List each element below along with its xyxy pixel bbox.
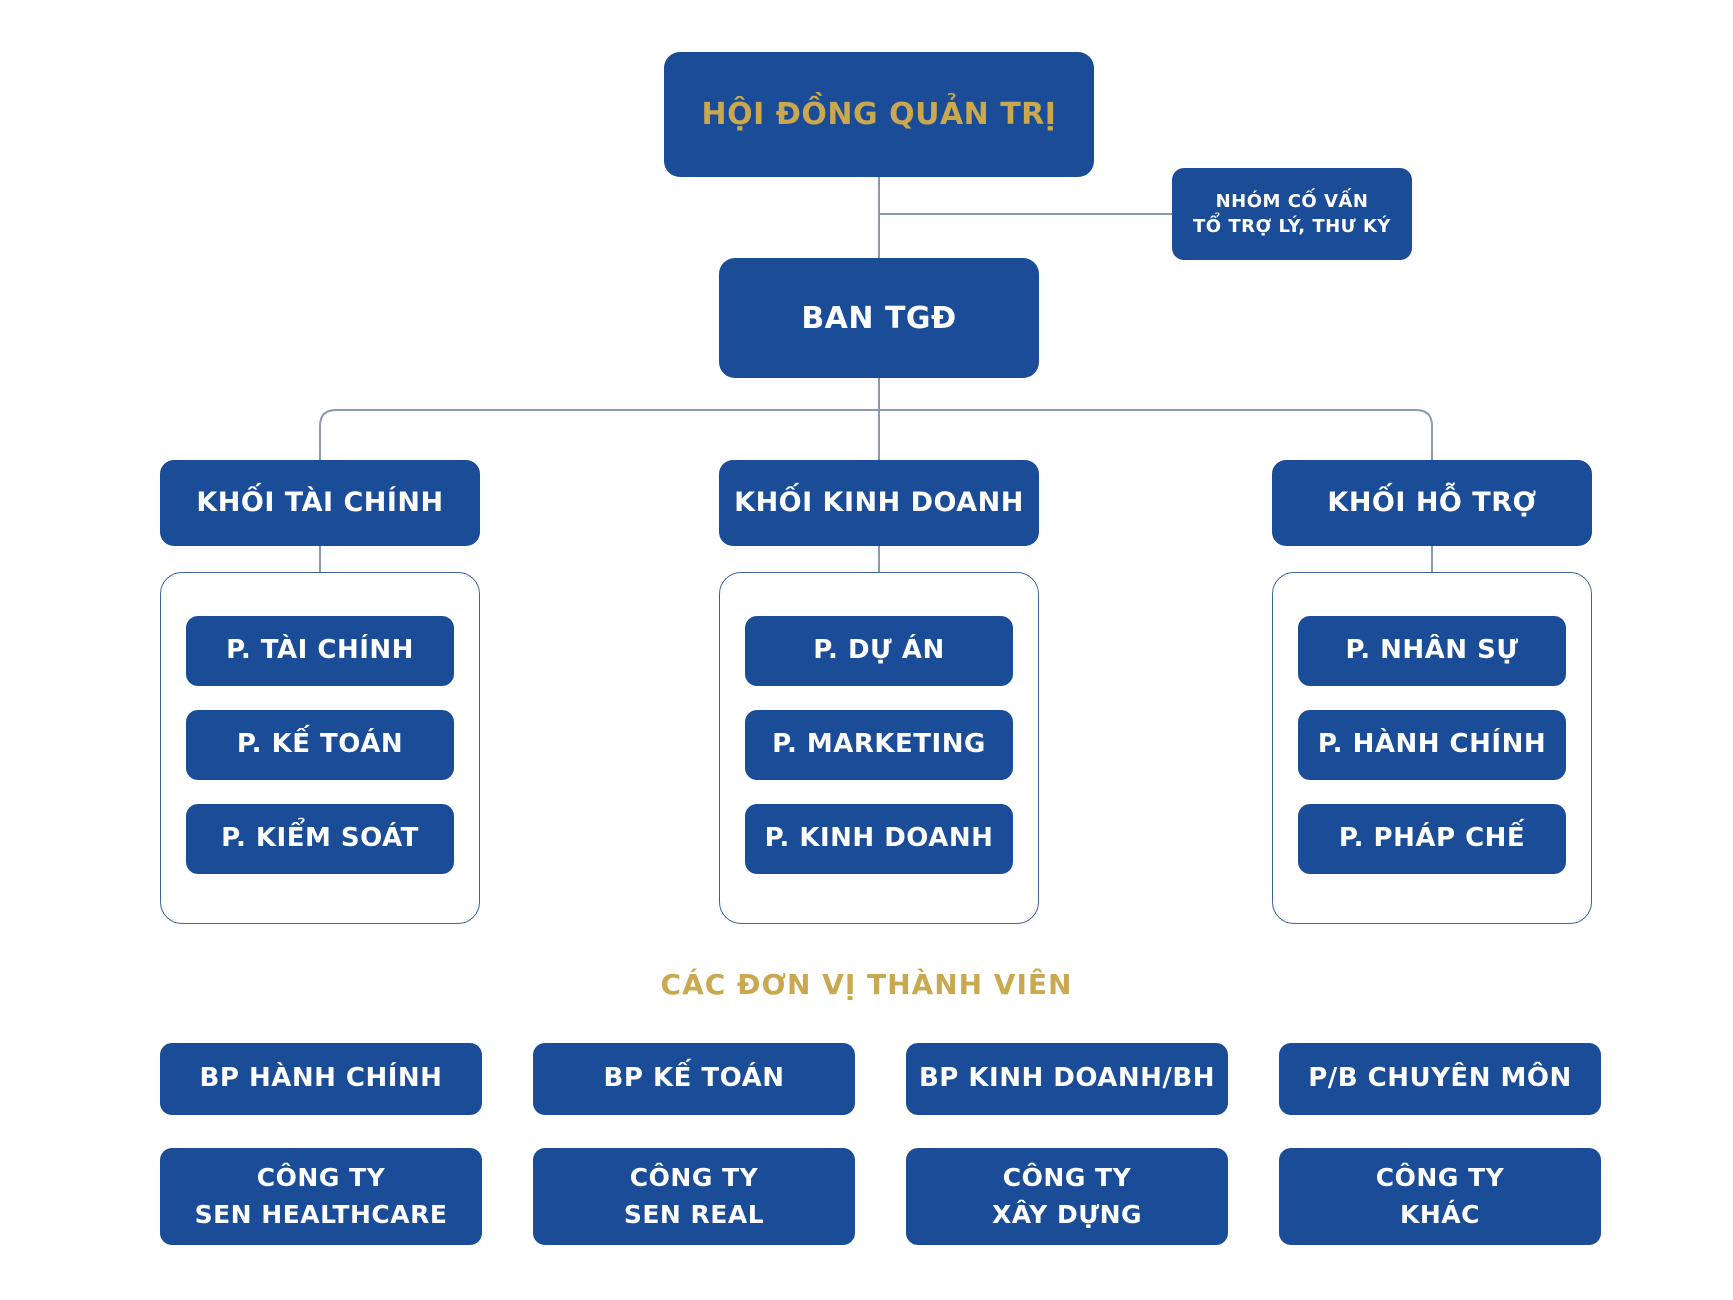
dept-label: P. HÀNH CHÍNH	[1317, 729, 1547, 760]
division-container-support	[1272, 572, 1592, 924]
members-section-heading: CÁC ĐƠN VỊ THÀNH VIÊN	[660, 968, 1073, 1001]
division-title-finance-label: KHỐI TÀI CHÍNH	[196, 487, 444, 519]
dept-box-support-2: P. HÀNH CHÍNH	[1298, 710, 1566, 780]
division-title-business: KHỐI KINH DOANH	[719, 460, 1039, 546]
dept-label: P. NHÂN SỰ	[1345, 635, 1519, 666]
company-box-construction: CÔNG TY XÂY DỰNG	[906, 1148, 1228, 1245]
dept-label: P. DỰ ÁN	[813, 635, 945, 666]
dept-label: P. KINH DOANH	[764, 823, 994, 854]
division-container-business	[719, 572, 1039, 924]
dept-box-business-2: P. MARKETING	[745, 710, 1013, 780]
ceo-board-label: BAN TGĐ	[801, 300, 957, 336]
unit-label: P/B CHUYÊN MÔN	[1308, 1063, 1572, 1094]
company-box-sen-healthcare: CÔNG TY SEN HEALTHCARE	[160, 1148, 482, 1245]
dept-label: P. KẾ TOÁN	[236, 729, 404, 760]
unit-label: BP KẾ TOÁN	[603, 1063, 785, 1094]
dept-box-support-1: P. NHÂN SỰ	[1298, 616, 1566, 686]
division-title-finance: KHỐI TÀI CHÍNH	[160, 460, 480, 546]
company-label-line2: KHÁC	[1400, 1199, 1480, 1229]
dept-box-finance-2: P. KẾ TOÁN	[186, 710, 454, 780]
company-label-line2: SEN HEALTHCARE	[194, 1199, 448, 1229]
board-of-directors-label: HỘI ĐỒNG QUẢN TRỊ	[701, 97, 1057, 132]
dept-label: P. TÀI CHÍNH	[226, 635, 414, 666]
dept-box-finance-1: P. TÀI CHÍNH	[186, 616, 454, 686]
division-container-finance	[160, 572, 480, 924]
ceo-board-box: BAN TGĐ	[719, 258, 1039, 378]
division-title-business-label: KHỐI KINH DOANH	[734, 487, 1024, 519]
dept-label: P. MARKETING	[772, 729, 986, 760]
advisor-group-box: NHÓM CỐ VẤN TỔ TRỢ LÝ, THƯ KÝ	[1172, 168, 1412, 260]
advisor-group-label-line1: NHÓM CỐ VẤN	[1215, 190, 1369, 212]
dept-label: P. KIỂM SOÁT	[221, 823, 419, 854]
board-of-directors-box: HỘI ĐỒNG QUẢN TRỊ	[664, 52, 1094, 177]
division-title-support-label: KHỐI HỖ TRỢ	[1327, 487, 1537, 519]
dept-box-business-1: P. DỰ ÁN	[745, 616, 1013, 686]
unit-box-sales: BP KINH DOANH/BH	[906, 1043, 1228, 1115]
company-label-line1: CÔNG TY	[1375, 1163, 1505, 1193]
company-label-line1: CÔNG TY	[629, 1163, 759, 1193]
unit-label: BP KINH DOANH/BH	[918, 1063, 1216, 1094]
division-rail-line	[319, 409, 1433, 460]
dept-box-finance-3: P. KIỂM SOÁT	[186, 804, 454, 874]
company-box-sen-real: CÔNG TY SEN REAL	[533, 1148, 855, 1245]
unit-box-accounting: BP KẾ TOÁN	[533, 1043, 855, 1115]
unit-box-admin: BP HÀNH CHÍNH	[160, 1043, 482, 1115]
dept-label: P. PHÁP CHẾ	[1338, 823, 1526, 854]
company-label-line1: CÔNG TY	[256, 1163, 386, 1193]
dept-box-support-3: P. PHÁP CHẾ	[1298, 804, 1566, 874]
company-label-line2: XÂY DỰNG	[991, 1199, 1143, 1229]
division-title-support: KHỐI HỖ TRỢ	[1272, 460, 1592, 546]
dept-box-business-3: P. KINH DOANH	[745, 804, 1013, 874]
company-label-line1: CÔNG TY	[1002, 1163, 1132, 1193]
unit-box-specialist: P/B CHUYÊN MÔN	[1279, 1043, 1601, 1115]
company-label-line2: SEN REAL	[623, 1199, 765, 1229]
company-box-other: CÔNG TY KHÁC	[1279, 1148, 1601, 1245]
unit-label: BP HÀNH CHÍNH	[199, 1063, 443, 1094]
advisor-group-label-line2: TỔ TRỢ LÝ, THƯ KÝ	[1193, 216, 1391, 237]
